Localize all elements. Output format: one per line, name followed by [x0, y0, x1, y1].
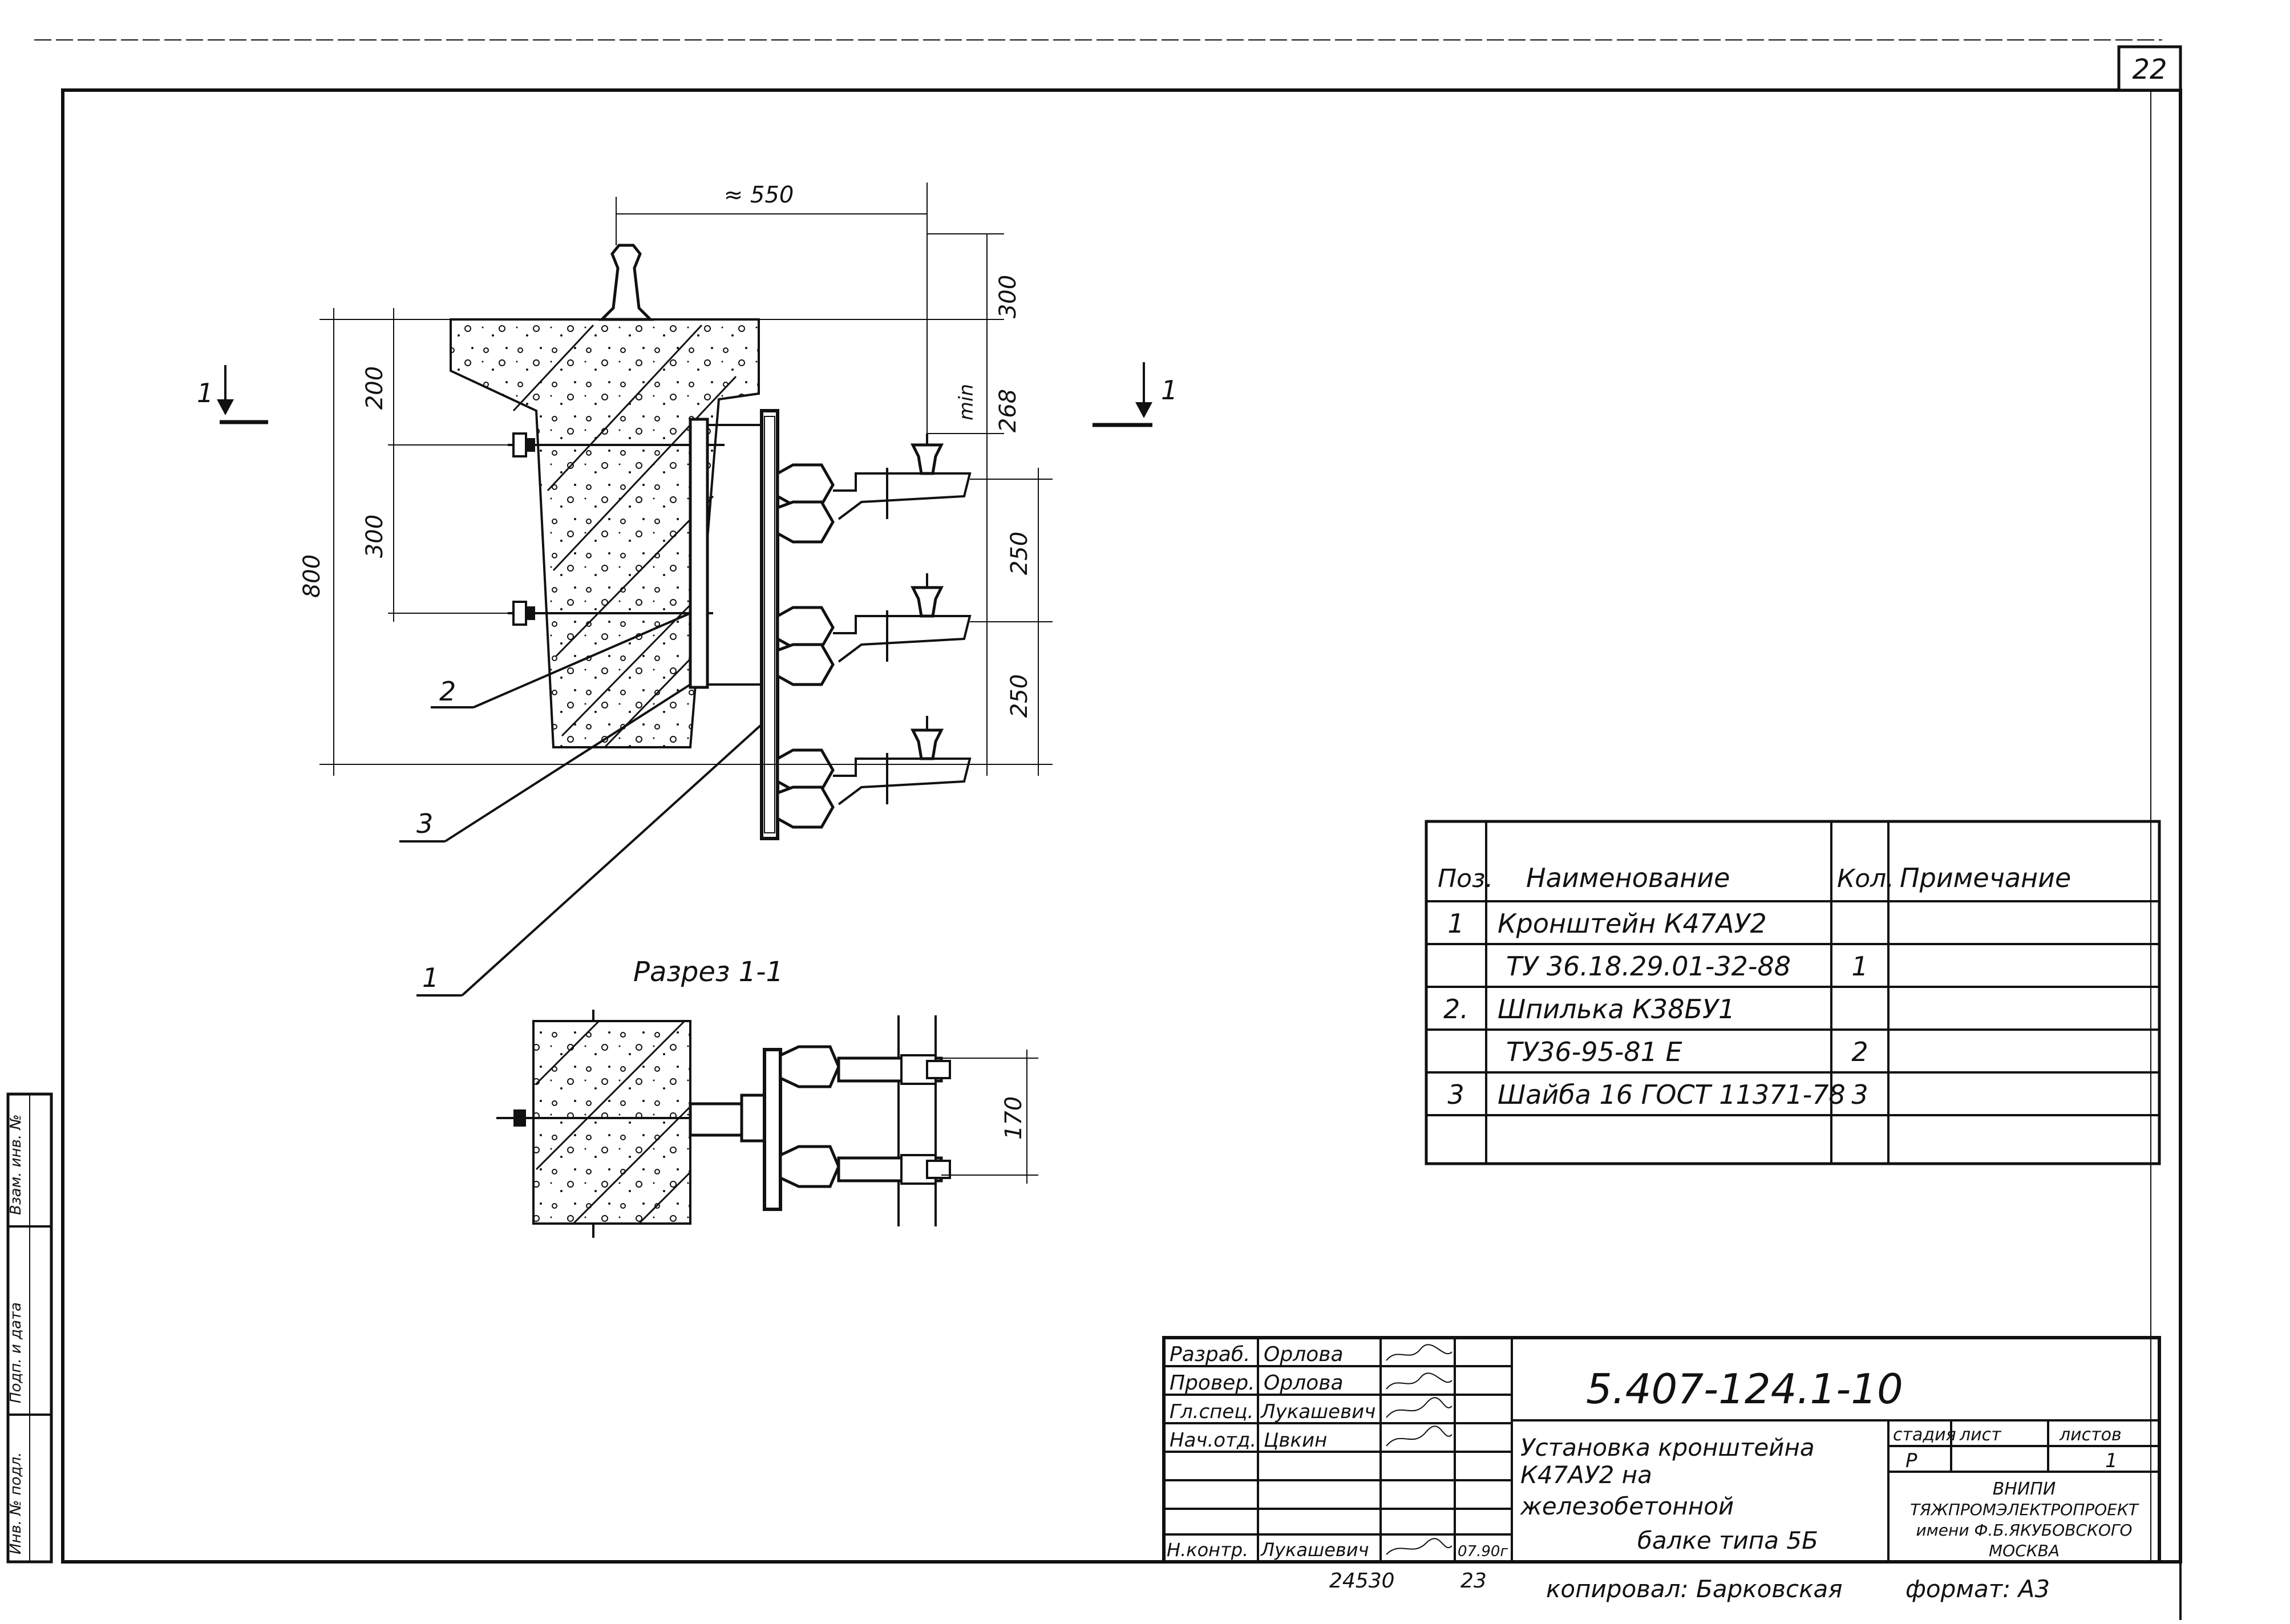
table-header-pos: Поз.	[1438, 864, 1493, 893]
signature-scribbles	[1386, 1344, 1453, 1555]
table-row: Кронштейн К47АУ2	[1498, 908, 1767, 939]
dim-right-250-a: 250	[1006, 532, 1033, 575]
dim-right-300: 300	[995, 275, 1021, 318]
sign-name: Орлова	[1264, 1371, 1344, 1395]
table-header-name: Наименование	[1526, 862, 1730, 893]
table-row: 2	[1851, 1036, 1868, 1067]
section-insulators	[779, 1045, 951, 1188]
stage-value: Р	[1905, 1449, 1917, 1472]
stage-label: стадия	[1893, 1425, 1956, 1445]
leader-label-1: 1	[422, 962, 439, 993]
table-header-note: Примечание	[1900, 862, 2071, 893]
stamp-label-sign: Подп. и дата	[7, 1302, 25, 1403]
table-row: 1	[1851, 951, 1868, 982]
section-dim: 170	[1001, 1096, 1027, 1140]
stamp-label-inventory: Инв. № подл.	[7, 1452, 25, 1554]
sheet-number-box: 22	[2117, 45, 2182, 92]
section-mark-left: 1	[197, 365, 268, 424]
sign-role: Разраб.	[1170, 1343, 1250, 1366]
sheet-label: лист	[1959, 1425, 2002, 1445]
footer: 24530 23 копировал: Барковская формат: А…	[1329, 1569, 2050, 1603]
dim-left-200: 200	[362, 366, 388, 410]
stamp-label-replaced: Взам. инв. №	[7, 1114, 25, 1215]
table-header-qty: Кол.	[1837, 864, 1894, 893]
sign-name: Лукашевич	[1260, 1539, 1369, 1561]
table-row: ТУ 36.18.29.01-32-88	[1506, 951, 1791, 982]
dim-right-min: min	[955, 384, 978, 420]
org-line-2: ТЯЖПРОМЭЛЕКТРОПРОЕКТ	[1910, 1500, 2139, 1519]
table-row: 3	[1447, 1079, 1464, 1110]
dim-height-total: 800	[299, 554, 325, 598]
drawing-title-line-4: балке типа 5Б	[1637, 1526, 1818, 1554]
table-row: ТУ36-95-81 Е	[1506, 1036, 1682, 1067]
org-line-1: ВНИПИ	[1993, 1479, 2056, 1499]
inventory-number: 24530	[1329, 1569, 1395, 1593]
page-number: 23	[1460, 1569, 1487, 1593]
sign-role: Нач.отд.	[1170, 1429, 1256, 1452]
anchor-bolts	[508, 432, 725, 626]
dim-left-300: 300	[362, 515, 388, 558]
beam-hatching	[512, 324, 737, 748]
sign-role: Н.контр.	[1167, 1539, 1248, 1561]
drawing-title-line-2: К47АУ2 на	[1520, 1461, 1652, 1489]
concrete-beam	[450, 318, 760, 748]
dim-right-250-b: 250	[1006, 674, 1033, 718]
table-row: Шайба 16 ГОСТ 11371-78	[1498, 1079, 1846, 1110]
leader-label-2: 2	[439, 676, 456, 707]
table-row: 3	[1851, 1079, 1868, 1110]
section-mark-right: 1	[1093, 362, 1178, 427]
sign-name: Орлова	[1264, 1343, 1344, 1366]
drawing-title-line-1: Установка кронштейна	[1520, 1433, 1815, 1461]
copied-by: копировал: Барковская	[1546, 1575, 1843, 1603]
specification-table: Поз. Наименование Кол. Примечание 1 Крон…	[1425, 820, 2161, 1165]
sheets-label: листов	[2059, 1425, 2122, 1445]
sign-name: Цвкин	[1264, 1429, 1327, 1452]
section-mark-left-label: 1	[197, 378, 213, 408]
sign-name: Лукашевич	[1260, 1400, 1375, 1423]
table-row: 1	[1447, 908, 1464, 939]
sign-date: 07.90г	[1458, 1543, 1508, 1560]
title-block: Разраб. Орлова Провер. Орлова Гл.спец. Л…	[1162, 1336, 2161, 1564]
table-row: 2.	[1443, 994, 1468, 1024]
sign-role: Провер.	[1170, 1371, 1255, 1395]
dim-right-268: 268	[995, 389, 1021, 432]
leader-lines	[399, 612, 763, 997]
paper-format: формат: А3	[1905, 1575, 2050, 1603]
drawing-title-line-3: железобетонной	[1520, 1492, 1734, 1520]
dim-width: ≈ 550	[724, 182, 794, 208]
bracket	[689, 409, 779, 840]
table-row: Шпилька К38БУ1	[1498, 994, 1735, 1024]
leader-label-3: 3	[416, 808, 433, 839]
top-rail	[598, 244, 654, 321]
org-line-3: имени Ф.Б.ЯКУБОВСКОГО	[1916, 1521, 2132, 1540]
insulator-assembly-1	[776, 434, 972, 544]
section-title: Разрез 1-1	[633, 956, 783, 988]
section-concrete	[532, 1020, 691, 1225]
dimension-lines	[319, 183, 1053, 776]
main-view: ≈ 550 800 200 300 300 min 268 250 250 1 …	[197, 182, 1178, 997]
insulator-assembly-2	[776, 573, 972, 686]
sign-role: Гл.спец.	[1170, 1400, 1253, 1423]
insulator-assembly-3	[776, 716, 972, 829]
sheet-number: 22	[2132, 54, 2167, 86]
drawing-code: 5.407-124.1-10	[1586, 1365, 1903, 1413]
sheet-value: 1	[2105, 1449, 2118, 1472]
side-stamp: Взам. инв. № Подп. и дата Инв. № подл.	[6, 1092, 53, 1564]
sheet-frame	[34, 39, 2182, 1620]
section-view: Разрез 1-1	[496, 956, 1038, 1238]
org-line-4: МОСКВА	[1989, 1541, 2060, 1560]
section-mark-right-label: 1	[1161, 375, 1178, 406]
